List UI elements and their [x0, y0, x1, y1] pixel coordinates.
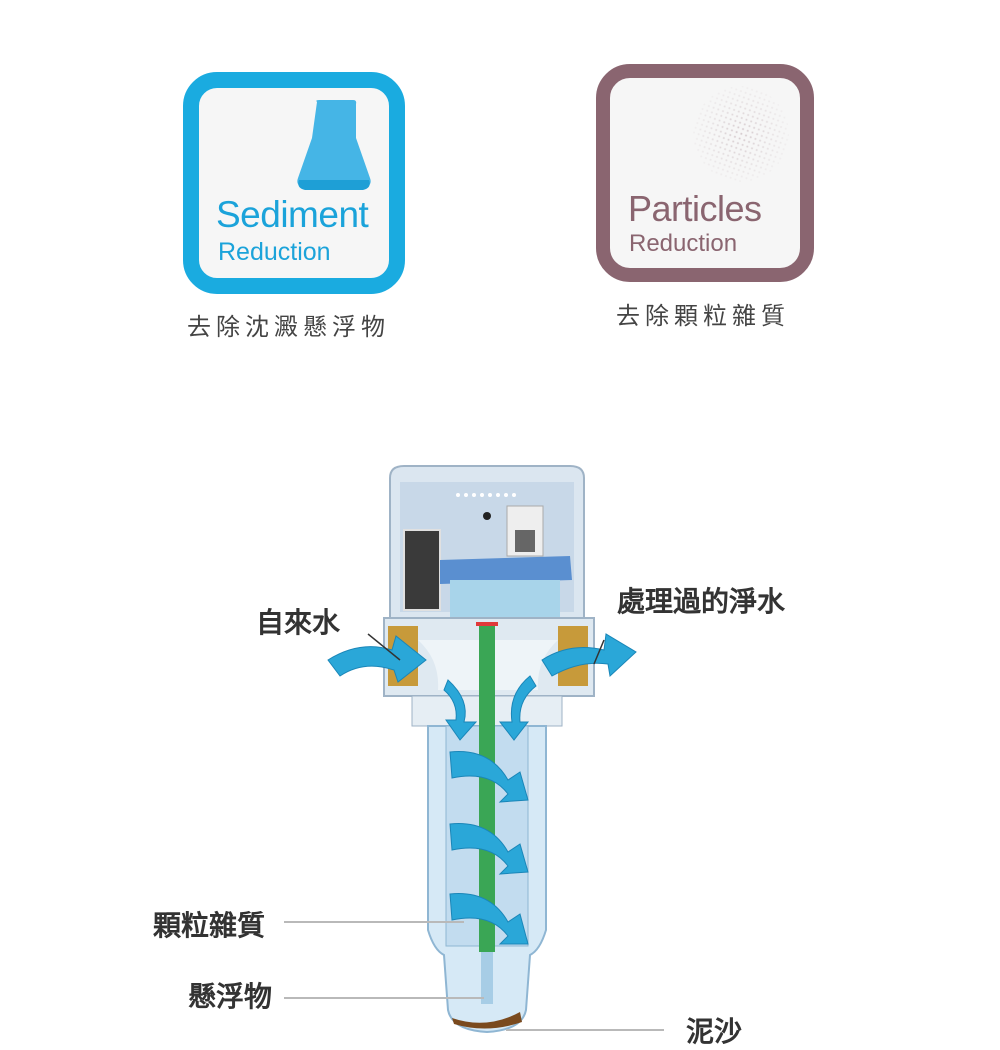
badge-subtitle: Reduction: [218, 238, 331, 266]
sediment-leader-line: [506, 1029, 664, 1031]
outlet-label: 處理過的淨水: [617, 585, 786, 618]
sediment-label: 泥沙: [686, 1015, 743, 1048]
sediment-reduction-badge: Sediment Reduction: [183, 72, 405, 294]
badge-caption: 去除沈澱懸浮物: [187, 313, 390, 341]
badge-title: Sediment: [216, 194, 369, 235]
inlet-label: 自來水: [256, 606, 341, 639]
suspended-leader-line: [284, 997, 484, 999]
particles-leader-line: [284, 921, 464, 923]
particles-reduction-badge: Particles Reduction: [596, 64, 814, 282]
badge-title: Particles: [628, 188, 762, 229]
suspended-label: 懸浮物: [188, 980, 273, 1013]
flask-icon: [297, 100, 371, 190]
particles-halftone-icon: [693, 86, 789, 182]
particles-label: 顆粒雜質: [153, 909, 266, 942]
badge-caption: 去除顆粒雜質: [616, 302, 790, 330]
badge-subtitle: Reduction: [629, 230, 738, 257]
